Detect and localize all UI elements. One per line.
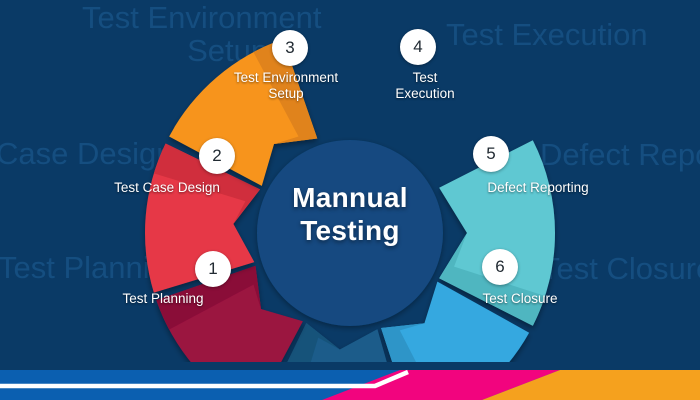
segment-5[interactable] [144,143,261,293]
segment-badge-4[interactable]: 4 [400,29,436,65]
segment-shade-6 [253,39,318,145]
segment-badge-1[interactable]: 1 [195,251,231,287]
footer-orange-band [482,370,700,400]
footer-dark-band [0,362,700,370]
segment-badge-3[interactable]: 3 [272,30,308,66]
segment-shade-5 [153,143,261,224]
footer-white-stripe [0,369,409,389]
segment-badge-2[interactable]: 2 [199,138,235,174]
segment-shade-4 [156,265,262,330]
footer-decorative-bar [0,362,700,400]
footer-magenta-band [322,370,560,400]
hub-disc [257,140,443,326]
segment-badge-5[interactable]: 5 [473,136,509,172]
segment-badge-6[interactable]: 6 [482,249,518,285]
